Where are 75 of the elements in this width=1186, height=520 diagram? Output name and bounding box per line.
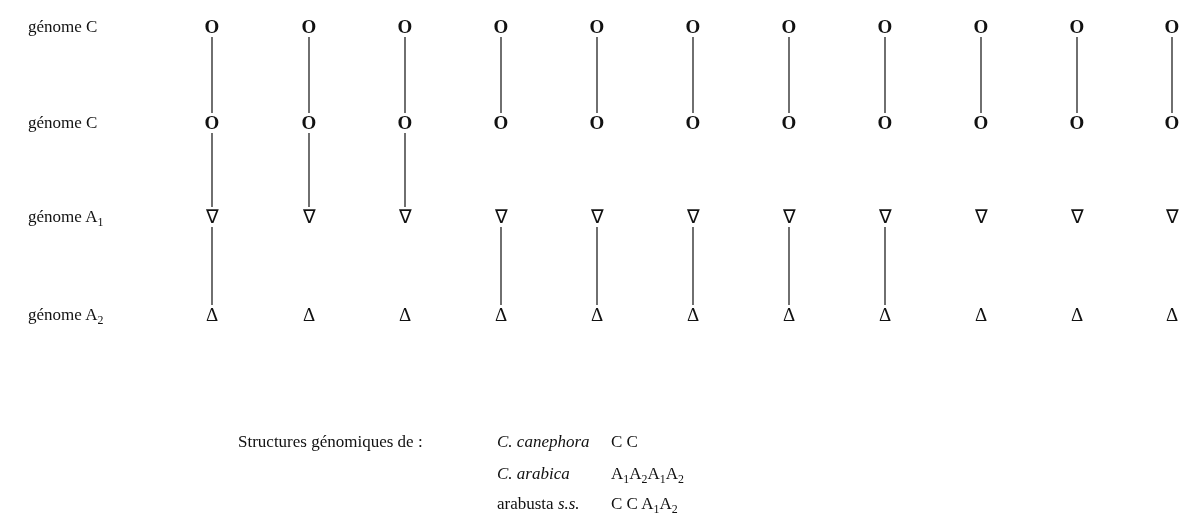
- pairing-line: [884, 36, 886, 114]
- genome-symbol: Δ: [298, 305, 320, 325]
- genome-symbol: O: [586, 113, 608, 133]
- genome-symbol: O: [394, 113, 416, 133]
- genome-symbol: ∇: [490, 207, 512, 227]
- genome-symbol: ∇: [682, 207, 704, 227]
- genome-symbol: Δ: [1161, 305, 1183, 325]
- genome-label: génome A$_{1}$: [28, 207, 104, 227]
- genome-symbol: ∇: [970, 207, 992, 227]
- genome-symbol: O: [201, 17, 223, 37]
- genome-symbol: O: [874, 113, 896, 133]
- pairing-line: [308, 132, 310, 208]
- pairing-line: [404, 132, 406, 208]
- genome-symbol: Δ: [778, 305, 800, 325]
- genome-label: génome C: [28, 113, 98, 133]
- genome-symbol: O: [874, 17, 896, 37]
- pairing-line: [211, 132, 213, 208]
- pairing-line: [1076, 36, 1078, 114]
- genome-symbol: O: [1161, 17, 1183, 37]
- pairing-line: [1171, 36, 1173, 114]
- genome-formula: C C: [611, 432, 638, 452]
- genome-symbol: O: [1066, 17, 1088, 37]
- genome-symbol: ∇: [1066, 207, 1088, 227]
- genome-symbol: O: [778, 17, 800, 37]
- genome-symbol: O: [682, 113, 704, 133]
- genome-formula: A$_{1}$A$_{2}$A$_{1}$A$_{2}$: [611, 464, 684, 484]
- pairing-line: [788, 36, 790, 114]
- genome-symbol: Δ: [490, 305, 512, 325]
- genome-symbol: O: [682, 17, 704, 37]
- genome-label: génome A$_{2}$: [28, 305, 104, 325]
- species-name: C. arabica: [497, 464, 570, 484]
- genome-symbol: Δ: [682, 305, 704, 325]
- genome-symbol: ∇: [298, 207, 320, 227]
- pairing-line: [596, 226, 598, 306]
- genome-symbol: ∇: [874, 207, 896, 227]
- genome-symbol: ∇: [778, 207, 800, 227]
- genome-symbol: O: [394, 17, 416, 37]
- pairing-line: [884, 226, 886, 306]
- genome-symbol: O: [201, 113, 223, 133]
- pairing-line: [404, 36, 406, 114]
- pairing-line: [788, 226, 790, 306]
- pairing-line: [692, 226, 694, 306]
- pairing-line: [500, 36, 502, 114]
- genome-symbol: O: [298, 113, 320, 133]
- genome-symbol: ∇: [1161, 207, 1183, 227]
- genome-symbol: Δ: [586, 305, 608, 325]
- genome-symbol: O: [490, 17, 512, 37]
- genome-symbol: O: [1066, 113, 1088, 133]
- pairing-line: [692, 36, 694, 114]
- genome-symbol: ∇: [586, 207, 608, 227]
- genome-label: génome C: [28, 17, 98, 37]
- genome-formula: C C A$_{1}$A$_{2}$: [611, 494, 678, 514]
- genome-symbol: Δ: [874, 305, 896, 325]
- pairing-line: [596, 36, 598, 114]
- genome-symbol: O: [298, 17, 320, 37]
- pairing-line: [500, 226, 502, 306]
- genome-symbol: Δ: [1066, 305, 1088, 325]
- genome-symbol: ∇: [201, 207, 223, 227]
- genome-symbol: ∇: [394, 207, 416, 227]
- genome-symbol: Δ: [970, 305, 992, 325]
- genome-symbol: Δ: [394, 305, 416, 325]
- genome-symbol: O: [586, 17, 608, 37]
- pairing-line: [211, 226, 213, 306]
- genome-symbol: Δ: [201, 305, 223, 325]
- genome-symbol: O: [970, 17, 992, 37]
- pairing-line: [211, 36, 213, 114]
- genome-symbol: O: [778, 113, 800, 133]
- caption-text: Structures génomiques de :: [238, 432, 423, 452]
- genome-symbol: O: [490, 113, 512, 133]
- genome-symbol: O: [1161, 113, 1183, 133]
- pairing-line: [980, 36, 982, 114]
- species-name: arabusta s.s.: [497, 494, 580, 514]
- genome-symbol: O: [970, 113, 992, 133]
- species-name: C. canephora: [497, 432, 590, 452]
- pairing-line: [308, 36, 310, 114]
